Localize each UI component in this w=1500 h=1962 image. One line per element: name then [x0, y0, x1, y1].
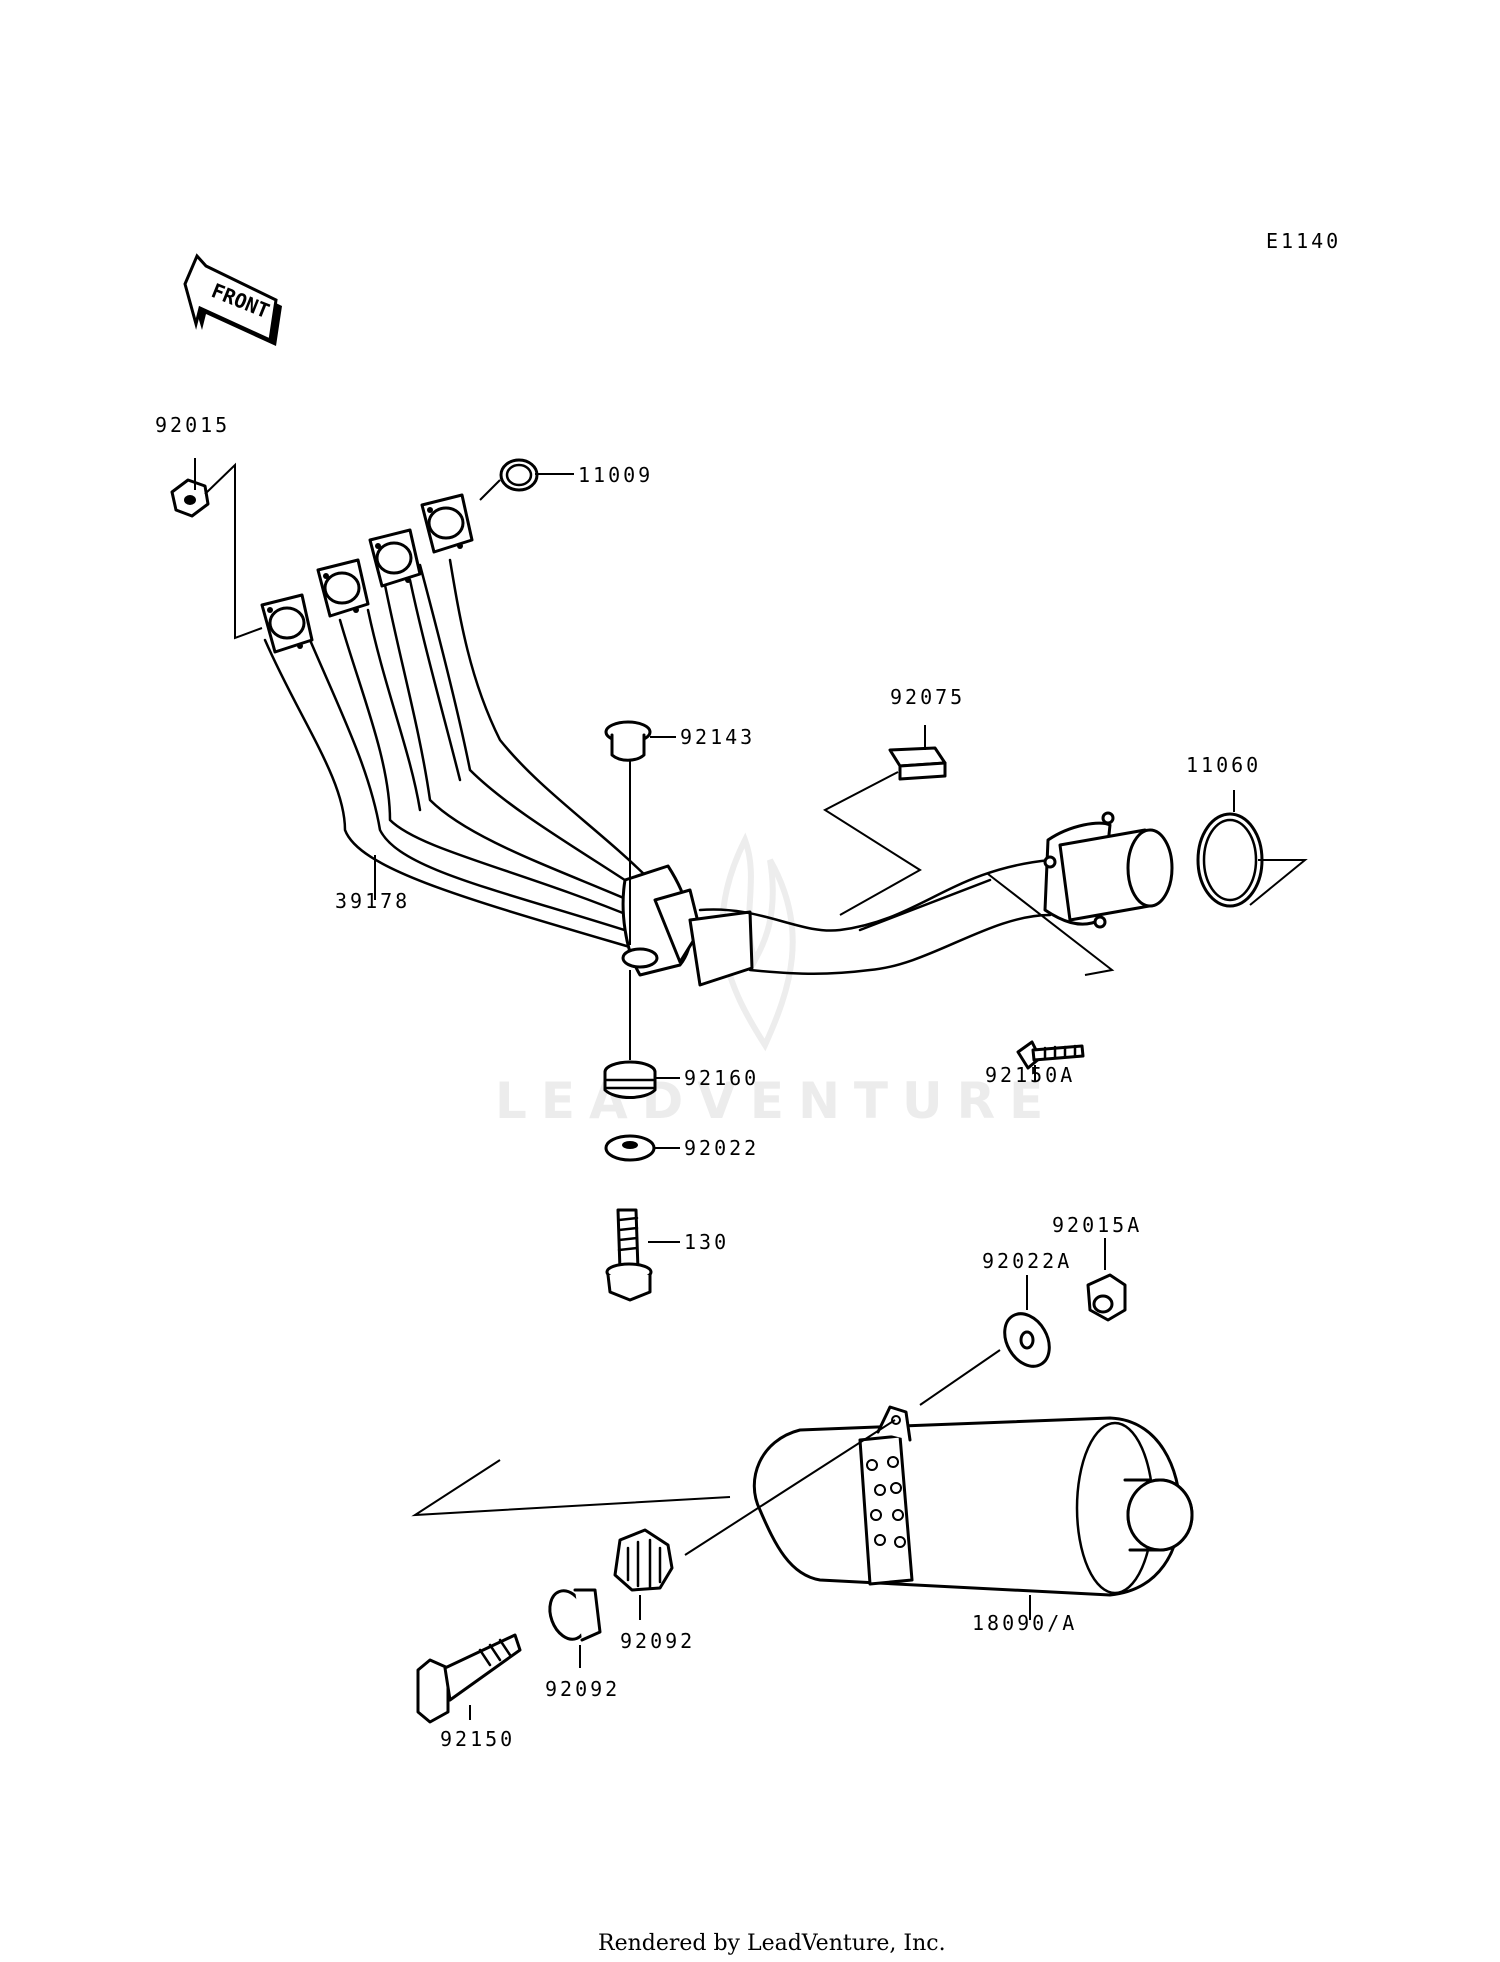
callout-92092-left: 92092 [545, 1677, 620, 1701]
header-flange-2 [316, 558, 370, 618]
footer-credit: Rendered by LeadVenture, Inc. [598, 1931, 946, 1956]
nut-a-icon [1086, 1273, 1127, 1322]
callout-92150a: 92150A [985, 1063, 1075, 1087]
callout-39178: 39178 [335, 889, 410, 913]
header-flange-1 [260, 593, 314, 654]
front-arrow-icon: FRONT [183, 253, 282, 346]
muffler [752, 1405, 1194, 1597]
exhaust-header-pipes [260, 493, 1052, 987]
exhaust-gasket-ring [1196, 812, 1264, 908]
collar-icon [604, 720, 652, 762]
callout-92160: 92160 [684, 1066, 759, 1090]
callout-92015: 92015 [155, 413, 230, 437]
callout-92022: 92022 [684, 1136, 759, 1160]
callout-92092-right: 92092 [620, 1629, 695, 1653]
callout-11060: 11060 [1186, 753, 1261, 777]
callout-92143: 92143 [680, 725, 755, 749]
rubber-damper [888, 746, 947, 781]
callout-130: 130 [684, 1230, 729, 1254]
washer-a-icon [1003, 1312, 1051, 1368]
header-flange-4 [420, 493, 474, 554]
diagram-code: E1140 [1266, 229, 1341, 253]
watermark-text: LEADVENTURE [495, 1072, 1057, 1130]
exhaust-port-gasket [499, 458, 539, 492]
leader-lines [194, 458, 1308, 1720]
header-flange-3 [368, 528, 422, 588]
callout-92022a: 92022A [982, 1249, 1072, 1273]
callout-92075: 92075 [890, 685, 965, 709]
callout-18090a: 18090/A [972, 1611, 1077, 1635]
callout-labels: 92015 11009 92143 92075 11060 39178 9215… [155, 413, 1261, 1751]
damper-grommet-right [613, 1528, 674, 1592]
washer-icon [604, 1134, 656, 1162]
callout-92015a: 92015A [1052, 1213, 1142, 1237]
callout-11009: 11009 [578, 463, 653, 487]
flange-bolt-icon [605, 1208, 653, 1302]
callout-92150: 92150 [440, 1727, 515, 1751]
nut-icon [170, 478, 210, 518]
muffler-bolt-icon [416, 1633, 522, 1724]
rear-pipe-flange [1043, 811, 1174, 929]
small-bolt-icon [1016, 1040, 1085, 1070]
rubber-grommet [603, 1060, 657, 1099]
damper-collar-left [548, 1588, 602, 1642]
watermark: LEADVENTURE [495, 832, 1057, 1130]
